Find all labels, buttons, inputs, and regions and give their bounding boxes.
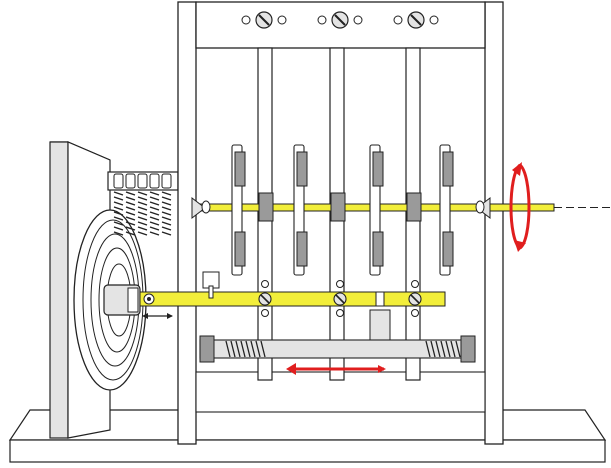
- cam-pair: [231, 144, 246, 276]
- shaft-collar: [258, 192, 274, 222]
- rotation-arrow: [509, 162, 531, 252]
- bar-screws: [258, 280, 422, 317]
- main-frame: [177, 1, 504, 445]
- spring: [125, 173, 136, 236]
- shaft-collar: [330, 192, 346, 222]
- cam-set: [231, 144, 454, 276]
- cam-pair: [439, 144, 454, 276]
- top-screw-row: [241, 11, 439, 29]
- spring: [137, 173, 148, 236]
- spring-bank: [107, 171, 179, 236]
- cam-pair: [293, 144, 308, 276]
- bar-screw: [333, 280, 347, 317]
- spring: [113, 173, 124, 236]
- worm-threads: [225, 340, 461, 358]
- shaft-collar: [406, 192, 422, 222]
- cam-pair: [369, 144, 384, 276]
- bar-screw: [408, 280, 422, 317]
- spring: [149, 173, 160, 236]
- shaft-end-knobs: [191, 196, 610, 220]
- small-motion-arrow: [142, 313, 173, 319]
- bar-screw: [258, 280, 272, 317]
- spiral-scroll-disc: [73, 209, 147, 391]
- top-screw: [393, 11, 439, 29]
- connecting-bar: [139, 291, 446, 307]
- top-screw: [241, 11, 287, 29]
- base-plate: [8, 409, 607, 463]
- bar-clamps: [202, 271, 391, 343]
- linear-motion-arrow: [286, 363, 386, 375]
- worm-shaft: [199, 335, 476, 363]
- spring: [161, 173, 172, 236]
- top-screw: [317, 11, 363, 29]
